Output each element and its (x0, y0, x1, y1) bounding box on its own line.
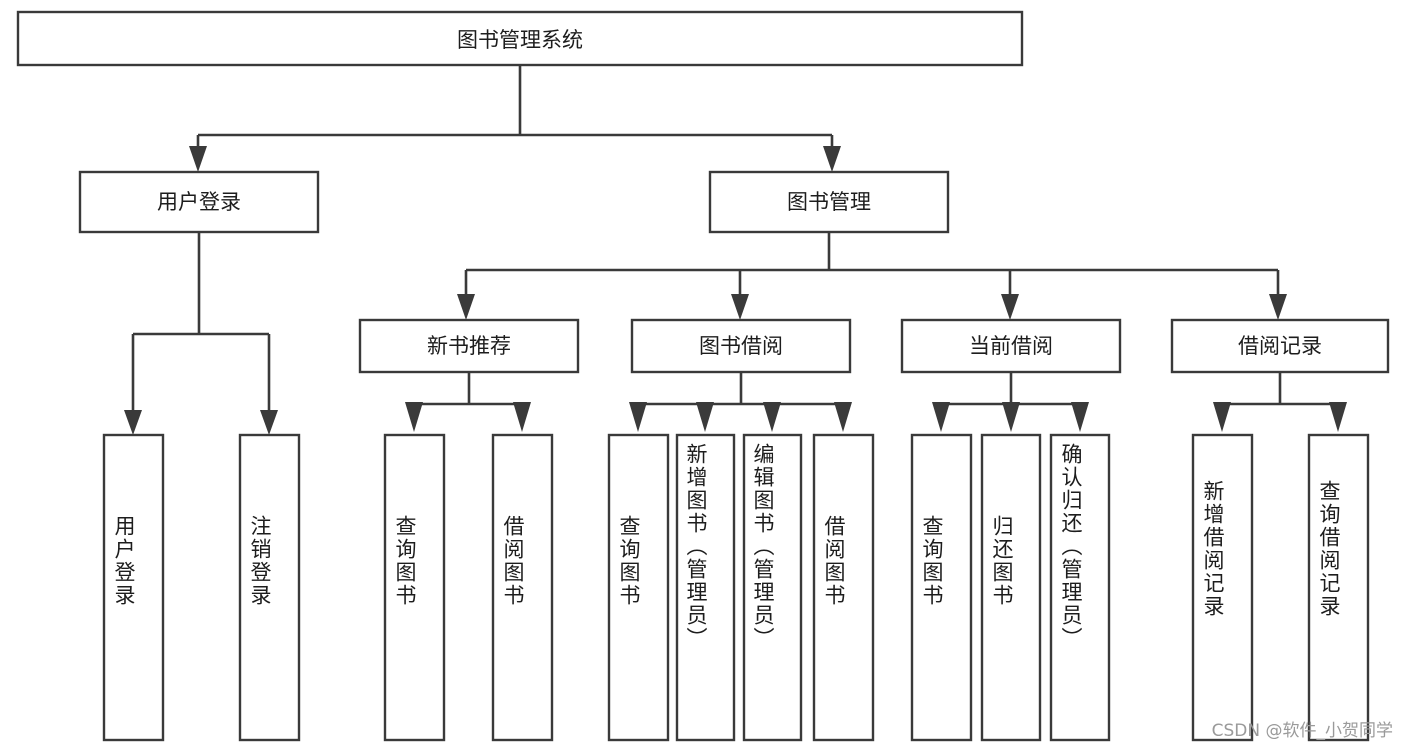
arrow-book-borrow-leaf-2 (696, 402, 714, 432)
node-current-borrow[interactable]: 当前借阅 (900, 318, 1122, 374)
borrow-record-box[interactable] (1170, 318, 1390, 374)
node-borrow-record[interactable]: 借阅记录 (1170, 318, 1390, 374)
leaf-box-new-book-1[interactable] (383, 433, 446, 742)
user-login-label: 用户登录 (157, 190, 241, 214)
node-book-borrow[interactable]: 图书借阅 (630, 318, 852, 374)
root-label: 图书管理系统 (457, 28, 583, 52)
arrow-root-to-user-login (189, 146, 207, 172)
leaf-box-user-login-2[interactable] (238, 433, 301, 742)
leaf-box-book-borrow-2[interactable] (675, 433, 736, 742)
arrow-new-book-leaf-1 (405, 402, 423, 432)
arrow-borrow-record-leaf-2 (1329, 402, 1347, 432)
root-box[interactable] (16, 10, 1024, 67)
leaf-box-current-borrow-3[interactable] (1049, 433, 1111, 742)
leaf-box-book-borrow-1[interactable] (607, 433, 670, 742)
leaf-box-book-borrow-3[interactable] (742, 433, 803, 742)
arrow-root-to-book-mgmt (823, 146, 841, 172)
leaf-box-current-borrow-2[interactable] (980, 433, 1042, 742)
arrow-to-borrow-record (1269, 294, 1287, 320)
borrow-record-label: 借阅记录 (1238, 334, 1322, 358)
leaf-box-borrow-record-2[interactable] (1307, 433, 1370, 742)
book-management-label: 图书管理 (787, 190, 871, 214)
arrow-to-new-book-recommend (457, 294, 475, 320)
leaf-box-book-borrow-4[interactable] (812, 433, 875, 742)
csdn-watermark: CSDN @软件_小贺同学 (1211, 721, 1393, 741)
node-root[interactable]: 图书管理系统 (16, 10, 1024, 67)
node-new-book-recommend[interactable]: 新书推荐 (358, 318, 580, 374)
arrow-to-current-borrow (1001, 294, 1019, 320)
book-borrow-label: 图书借阅 (699, 334, 783, 358)
new-book-recommend-label: 新书推荐 (427, 334, 511, 358)
arrow-book-borrow-leaf-3 (763, 402, 781, 432)
node-book-management[interactable]: 图书管理 (708, 170, 950, 234)
arrow-new-book-leaf-2 (513, 402, 531, 432)
leaf-box-borrow-record-1[interactable] (1191, 433, 1254, 742)
arrow-to-book-borrow (731, 294, 749, 320)
new-book-recommend-box[interactable] (358, 318, 580, 374)
arrow-current-borrow-leaf-2 (1002, 402, 1020, 432)
node-user-login[interactable]: 用户登录 (78, 170, 320, 234)
arrow-book-borrow-leaf-4 (834, 402, 852, 432)
arrow-current-borrow-leaf-1 (932, 402, 950, 432)
book-management-box[interactable] (708, 170, 950, 234)
current-borrow-label: 当前借阅 (969, 334, 1053, 358)
leaf-box-user-login-1[interactable] (102, 433, 165, 742)
arrow-book-borrow-leaf-1 (629, 402, 647, 432)
current-borrow-box[interactable] (900, 318, 1122, 374)
arrow-current-borrow-leaf-3 (1071, 402, 1089, 432)
leaf-box-new-book-2[interactable] (491, 433, 554, 742)
leaf-box-current-borrow-1[interactable] (910, 433, 973, 742)
arrow-user-login-leaf-2 (260, 410, 278, 435)
arrow-user-login-leaf-1 (124, 410, 142, 435)
book-borrow-box[interactable] (630, 318, 852, 374)
arrow-borrow-record-leaf-1 (1213, 402, 1231, 432)
